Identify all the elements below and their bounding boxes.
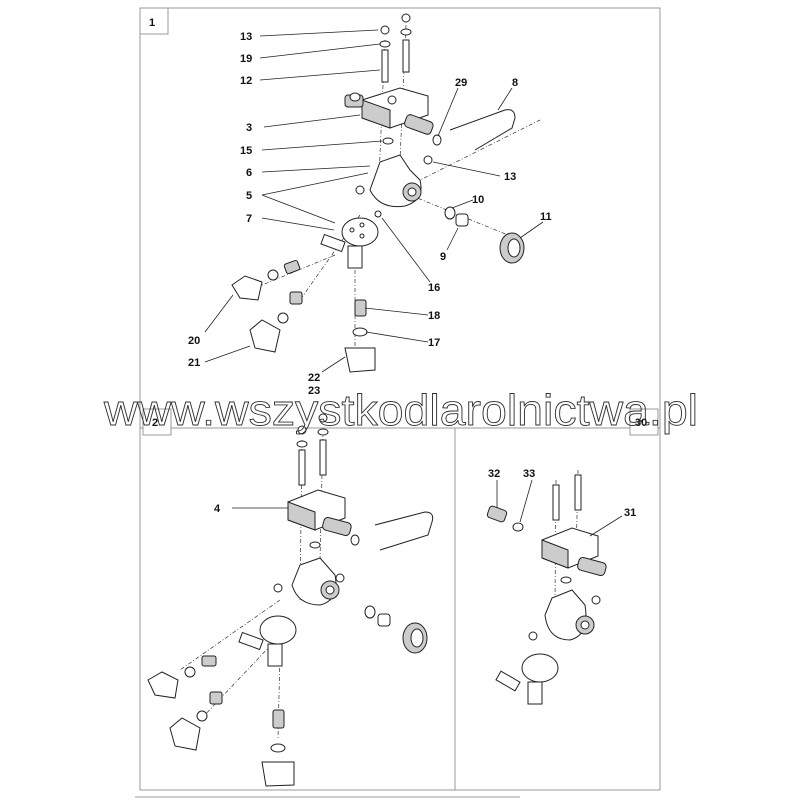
callout-6: 6 — [246, 167, 252, 179]
panel-30-parts — [486, 469, 607, 705]
callout-15: 15 — [240, 145, 252, 157]
callout-12: 12 — [240, 75, 252, 87]
callout-23: 23 — [308, 385, 320, 397]
callout-3: 3 — [246, 122, 252, 134]
callout-11: 11 — [540, 211, 552, 223]
watermark-text: www.wszystkodlarolnictwa.pl — [103, 386, 698, 435]
callout-9: 9 — [440, 251, 446, 263]
callout-4: 4 — [214, 503, 221, 515]
callout-13: 13 — [240, 31, 252, 43]
panel-2-tag: 2 — [142, 408, 172, 436]
callout-33: 33 — [523, 468, 535, 480]
callout-21: 21 — [188, 357, 200, 369]
svg-text:1: 1 — [149, 17, 155, 29]
callout-22: 22 — [308, 372, 320, 384]
panel-30-tag: 30 — [629, 408, 659, 436]
callout-29: 29 — [455, 77, 467, 89]
callout-16: 16 — [428, 282, 440, 294]
callout-17: 17 — [428, 337, 440, 349]
callout-32: 32 — [488, 468, 500, 480]
outer-frame — [139, 7, 661, 791]
callout-20: 20 — [188, 335, 200, 347]
callout-13b: 13 — [504, 171, 516, 183]
panel-1-leaders — [204, 29, 544, 373]
panel-1-callouts: 13 19 12 29 8 3 15 13 6 5 10 11 7 9 16 1… — [188, 31, 552, 397]
panel-1-parts — [231, 13, 541, 373]
callout-19: 19 — [240, 53, 252, 65]
panel-1-tag: 1 — [139, 7, 169, 35]
callout-7: 7 — [246, 213, 252, 225]
callout-18: 18 — [428, 310, 440, 322]
callout-5: 5 — [246, 190, 252, 202]
svg-text:2: 2 — [152, 417, 158, 429]
callout-31: 31 — [624, 507, 636, 519]
panel-2-parts — [147, 413, 434, 787]
svg-text:30: 30 — [635, 417, 647, 429]
callout-8: 8 — [512, 77, 518, 89]
panel-30-leaders — [496, 479, 623, 537]
callout-10: 10 — [472, 194, 484, 206]
